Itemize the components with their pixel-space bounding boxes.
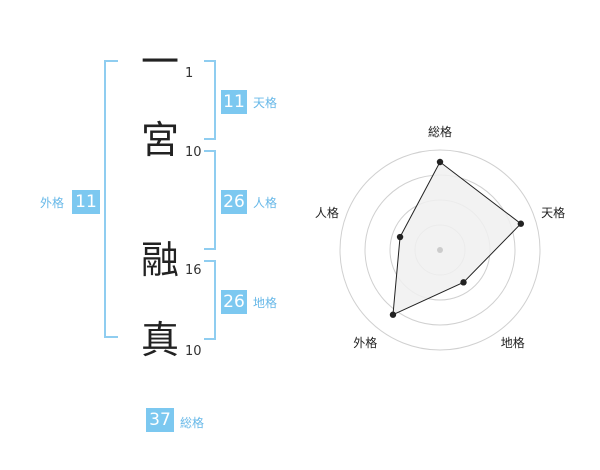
stroke-count-3: 16 (185, 263, 202, 278)
name-char-1: 一 (140, 40, 179, 84)
radar-axis-label-5: 人格 (315, 205, 339, 220)
radar-point-5 (396, 233, 404, 241)
chikaku-label: 地格 (253, 296, 278, 310)
chikaku-bracket (204, 260, 216, 340)
name-char-4: 真 (140, 318, 179, 362)
radar-axis-label-4: 外格 (353, 335, 377, 350)
soukaku-value: 37 (146, 408, 174, 432)
name-char-2: 宮 (140, 118, 179, 162)
jinkaku-value: 26 (221, 190, 247, 214)
tenkaku-value: 11 (221, 90, 247, 114)
jinkaku-bracket (204, 150, 216, 250)
jinkaku-label: 人格 (253, 196, 278, 210)
radar-axis-label-1: 総格 (428, 124, 452, 139)
tenkaku-label: 天格 (253, 96, 278, 110)
soukaku-label: 総格 (180, 416, 205, 430)
radar-axis-label-2: 天格 (541, 205, 565, 220)
stroke-count-4: 10 (185, 344, 202, 359)
radar-axis-label-3: 地格 (501, 335, 525, 350)
radar-point-3 (460, 279, 467, 286)
tenkaku-bracket (204, 60, 216, 140)
radar-series-polygon (392, 161, 522, 316)
gaikaku-value: 11 (72, 190, 100, 214)
radar-center-dot (437, 247, 443, 253)
radar-ring-4 (339, 149, 541, 351)
chikaku-value: 26 (221, 290, 247, 314)
radar-point-4 (389, 311, 397, 318)
name-char-3: 融 (140, 238, 179, 282)
radar-point-2 (517, 220, 525, 227)
stroke-count-2: 10 (185, 145, 202, 160)
gaikaku-label: 外格 (40, 196, 65, 210)
stroke-count-1: 1 (185, 66, 194, 81)
radar-point-1 (436, 158, 444, 166)
gaikaku-bracket (104, 60, 118, 338)
